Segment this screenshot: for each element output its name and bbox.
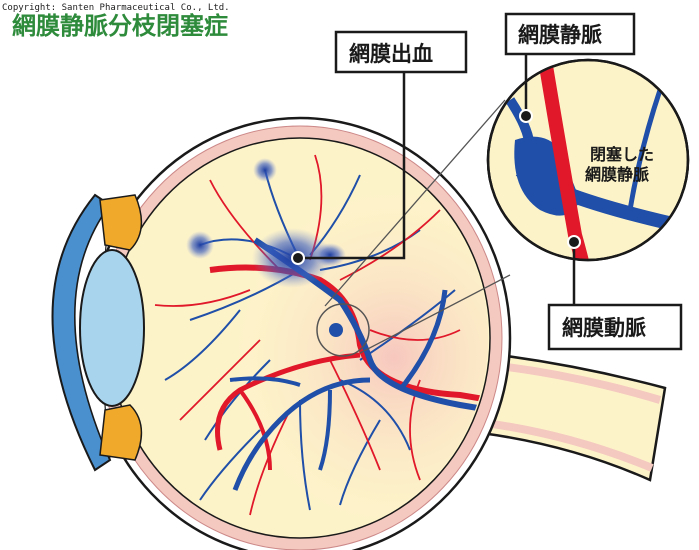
artery-label: 網膜動脈 [562,316,646,340]
occluded-label-line2: 網膜静脈 [585,165,649,184]
iris-upper [100,195,141,250]
hemorrhage-label: 網膜出血 [349,42,433,66]
diagram-title: 網膜静脈分枝閉塞症 [12,12,228,40]
iris-lower [100,405,141,460]
lens [80,250,144,406]
occluded-label-line1: 閉塞した [590,145,654,164]
zoom-inset: 閉塞した 網膜静脈 [488,60,699,300]
vein-label: 網膜静脈 [518,23,602,47]
eyeball [90,118,510,550]
